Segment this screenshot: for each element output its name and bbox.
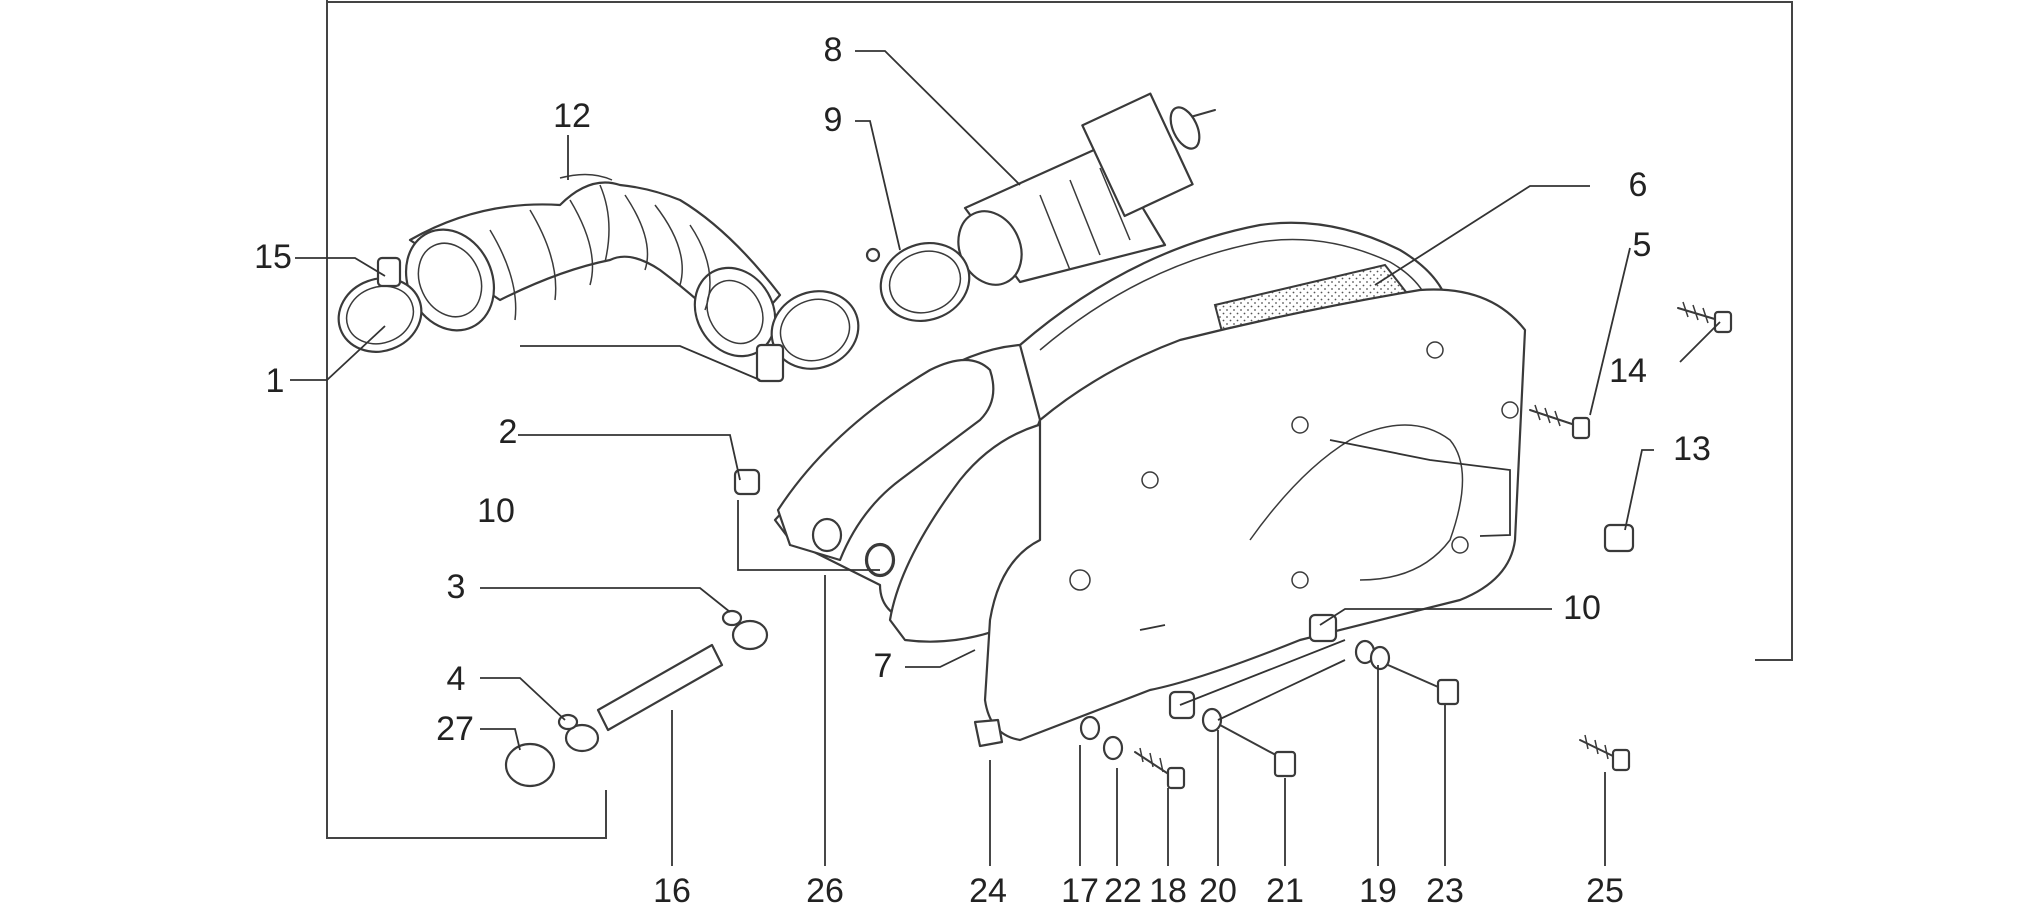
callout-7: 7	[874, 647, 893, 685]
spacer-13-part	[1603, 523, 1635, 553]
callout-18: 18	[1149, 872, 1187, 909]
callout-1: 1	[266, 362, 285, 400]
callout-numbers: 1 2 3 4 5 6 7 8 9 10 10 12 13 14 15 16 1…	[254, 31, 1711, 909]
hose-clamp-right-part	[755, 290, 860, 383]
callout-8: 8	[824, 31, 843, 69]
air-intake-snorkel-part	[957, 92, 1216, 286]
callout-4: 4	[447, 660, 466, 698]
drain-plug-27-part	[504, 742, 556, 788]
screw-18-part	[1134, 747, 1186, 790]
housing-cover-plate-part	[983, 288, 1527, 742]
clip-nut-24-part	[973, 718, 1004, 748]
callout-6: 6	[1629, 166, 1648, 204]
grommet-10-left-part	[733, 468, 761, 496]
callout-16: 16	[653, 872, 691, 909]
callout-9: 9	[824, 101, 843, 139]
screw-5-part	[1529, 404, 1591, 440]
clamp-band-part	[865, 242, 971, 322]
drain-clip-3-part	[721, 609, 769, 651]
callout-23: 23	[1426, 872, 1464, 909]
drain-tube-16-part	[596, 643, 724, 732]
spacer-20-part	[1168, 690, 1223, 733]
callout-10-right: 10	[1563, 589, 1601, 627]
callout-22: 22	[1104, 872, 1142, 909]
bolt-21-part	[1219, 724, 1297, 778]
grommet-26-part	[865, 543, 895, 577]
callout-15: 15	[254, 238, 292, 276]
callout-21: 21	[1266, 872, 1304, 909]
callout-2: 2	[499, 413, 518, 451]
intake-duct-hose-part	[404, 173, 782, 358]
hose-clamp-left-part	[337, 256, 423, 353]
callout-25: 25	[1586, 872, 1624, 909]
screw-25-part	[1579, 734, 1631, 772]
callout-24: 24	[969, 872, 1007, 909]
washers-19-part	[1354, 639, 1391, 671]
assembly-bracket-frame	[326, 0, 1793, 839]
washers-17-22-part	[1079, 715, 1124, 761]
callout-27: 27	[436, 710, 474, 748]
screw-14-part	[1677, 301, 1733, 334]
callout-20: 20	[1199, 872, 1237, 909]
spacer-10-right-part	[1308, 613, 1338, 643]
callout-14: 14	[1609, 352, 1647, 390]
callout-3: 3	[447, 568, 466, 606]
callout-13: 13	[1673, 430, 1711, 468]
callout-26: 26	[806, 872, 844, 909]
callout-5: 5	[1633, 226, 1652, 264]
callout-10-left: 10	[477, 492, 515, 530]
callout-19: 19	[1359, 872, 1397, 909]
leader-lines	[290, 50, 1721, 866]
bolt-23-part	[1387, 664, 1460, 706]
drain-clip-4-part	[557, 713, 600, 753]
callout-12: 12	[553, 97, 591, 135]
callout-17: 17	[1061, 872, 1099, 909]
